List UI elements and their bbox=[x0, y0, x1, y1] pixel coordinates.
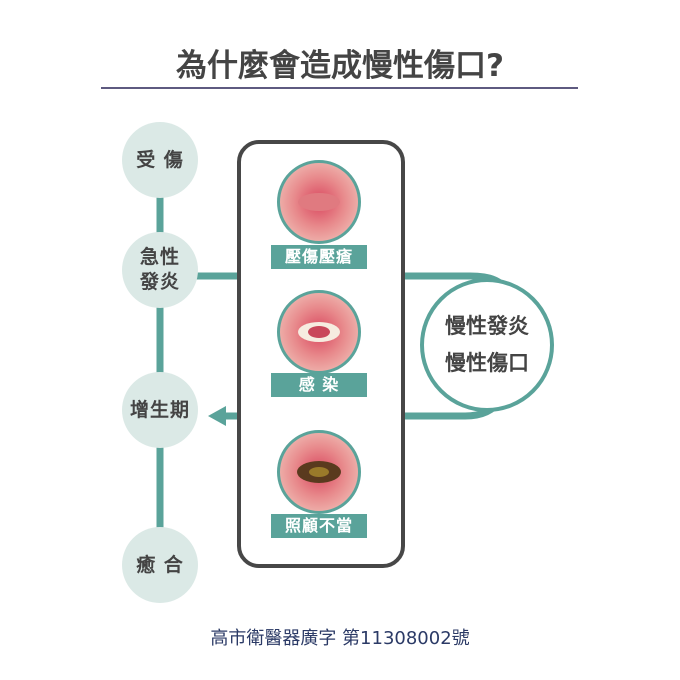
cause-label: 感 染 bbox=[271, 373, 367, 397]
stage-healing: 癒 合 bbox=[122, 527, 198, 603]
license-number: 高市衛醫器廣字 第11308002號 bbox=[210, 628, 470, 649]
pressure-wound-image bbox=[277, 160, 361, 244]
chronic-wound-circle: 慢性發炎 慢性傷口 bbox=[420, 278, 554, 412]
title-underline bbox=[101, 87, 578, 89]
stage-proliferation: 增生期 bbox=[122, 372, 198, 448]
stage-injury: 受 傷 bbox=[122, 122, 198, 198]
infection-wound-image bbox=[277, 290, 361, 374]
chronic-wound-text: 慢性傷口 bbox=[445, 351, 529, 375]
arrow-head-icon bbox=[208, 406, 226, 426]
chronic-inflammation-text: 慢性發炎 bbox=[445, 314, 529, 339]
neglect-wound-image bbox=[277, 430, 361, 514]
page-title: 為什麼會造成慢性傷口? bbox=[176, 48, 504, 84]
stage-acute-inflammation: 急性 發炎 bbox=[122, 232, 198, 308]
cause-label: 照顧不當 bbox=[271, 514, 367, 538]
cause-label: 壓傷壓瘡 bbox=[271, 245, 367, 269]
